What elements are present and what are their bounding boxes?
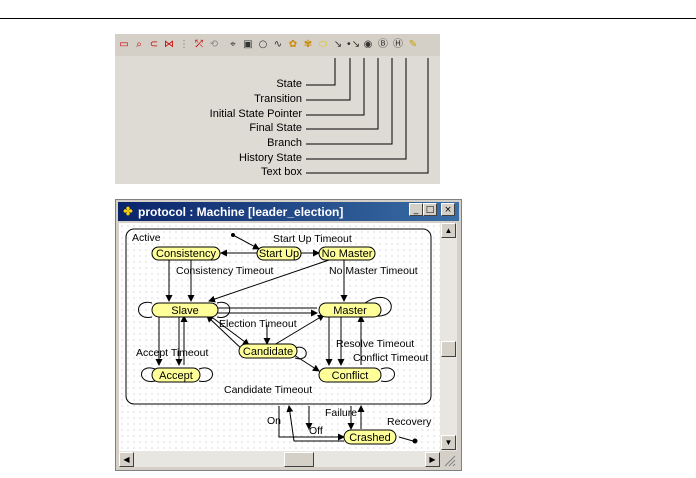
window-title: protocol : Machine [leader_election] [138,204,344,219]
state-label-consistency: Consistency [156,248,216,260]
horizontal-scrollbar[interactable]: ◀ ▶ [119,451,440,467]
scroll-up-button[interactable]: ▲ [441,223,456,238]
active-label: Active [132,232,161,244]
history-state-icon[interactable]: Ⓗ [393,39,403,50]
label-accept-timeout: Accept Timeout [136,347,208,359]
state-consistency[interactable] [151,246,221,261]
state-label-candidate: Candidate [243,346,293,358]
state-diagram: Active [125,228,432,445]
label-failure: Failure [325,407,357,419]
scroll-left-button[interactable]: ◀ [119,452,134,467]
connect-icon[interactable]: ⤱ [195,39,203,50]
state-slave[interactable] [151,302,219,318]
final-state-icon[interactable]: ◉ [363,39,373,50]
state-candidate[interactable] [238,343,298,359]
state-label-start-up: Start Up [259,248,299,260]
zoom-icon[interactable]: ⌕ [136,39,142,50]
label-recovery: Recovery [387,416,432,428]
callout-transition: Transition [254,93,302,105]
square-icon[interactable]: ▣ [243,39,253,50]
close-button[interactable]: × [441,203,455,216]
label-resolve-timeout: Resolve Timeout [336,338,414,350]
align-icon[interactable]: ⟲ [209,39,219,50]
label-on: On [267,415,281,427]
window-titlebar: ✤ protocol : Machine [leader_election] [118,202,459,221]
scroll-down-button[interactable]: ▼ [441,435,456,450]
move-icon[interactable]: ⊂ [149,39,159,50]
state-label-crashed: Crashed [349,432,391,444]
vertical-scroll-thumb[interactable] [441,341,456,357]
state-icon[interactable]: ⬭ [318,39,328,50]
state-accept[interactable] [151,367,201,383]
state-conflict[interactable] [318,367,382,383]
label-candidate-timeout: Candidate Timeout [224,384,312,396]
machine-icon: ✤ [123,205,133,218]
maximize-button[interactable]: □ [423,203,437,216]
zoom-in-icon[interactable]: ⌖ [230,39,236,50]
wave-icon[interactable]: ∿ [273,39,283,50]
state-no-master[interactable] [318,246,376,261]
callout-lines [306,58,429,174]
horizontal-scroll-thumb[interactable] [284,452,314,467]
toolbar-background [115,56,440,184]
label-start-up-timeout: Start Up Timeout [273,233,352,245]
label-conflict-timeout: Conflict Timeout [353,352,428,364]
grid-icon[interactable]: ⋮ [179,39,189,50]
branch-icon[interactable]: Ⓑ [378,39,388,50]
vertical-scrollbar[interactable]: ▲ ▼ [440,223,457,451]
callout-history-state: History State [239,152,302,164]
text-box-icon[interactable]: ✎ [408,39,418,50]
shapes-icon[interactable]: ✾ [303,39,313,50]
callout-initial-state-pointer: Initial State Pointer [209,108,302,120]
state-master[interactable] [318,302,382,318]
circle-icon[interactable]: ○ [258,39,268,50]
state-crashed[interactable] [343,429,397,445]
scroll-right-button[interactable]: ▶ [425,452,440,467]
label-off: Off [309,425,323,437]
palette-icon[interactable]: ✿ [288,39,298,50]
callout-state: State [276,78,302,90]
state-machine-window: ✤ protocol : Machine [leader_election] _… [115,199,462,471]
callout-final-state: Final State [249,122,302,134]
state-label-slave: Slave [171,305,199,317]
state-label-conflict: Conflict [332,370,369,382]
page-rule [0,18,696,19]
state-label-accept: Accept [159,370,193,382]
state-start-up[interactable] [256,246,302,261]
link-icon[interactable]: ⋈ [164,39,174,50]
diagram-toolbar: ▭ ⌕ ⊂ ⋈ ⋮ ⤱ ⟲ ⌖ ▣ ○ ∿ ✿ ✾ ⬭ ↘ •↘ ◉ Ⓑ Ⓗ ✎ [115,34,440,56]
label-consistency-timeout: Consistency Timeout [176,265,274,277]
state-label-master: Master [333,305,367,317]
minimize-button[interactable]: _ [409,203,423,216]
diagram-canvas[interactable]: Active [119,223,440,451]
select-icon[interactable]: ▭ [119,39,129,50]
callout-branch: Branch [267,137,302,149]
initial-state-pointer-icon[interactable]: •↘ [345,39,361,50]
transition-icon[interactable]: ↘ [333,39,343,50]
resize-grip-icon[interactable] [442,453,456,467]
state-label-no-master: No Master [322,248,373,260]
active-superstate[interactable] [125,228,432,405]
callout-text-box: Text box [261,166,302,178]
label-election-timeout: Election Timeout [219,318,297,330]
label-no-master-timeout: No Master Timeout [329,265,418,277]
